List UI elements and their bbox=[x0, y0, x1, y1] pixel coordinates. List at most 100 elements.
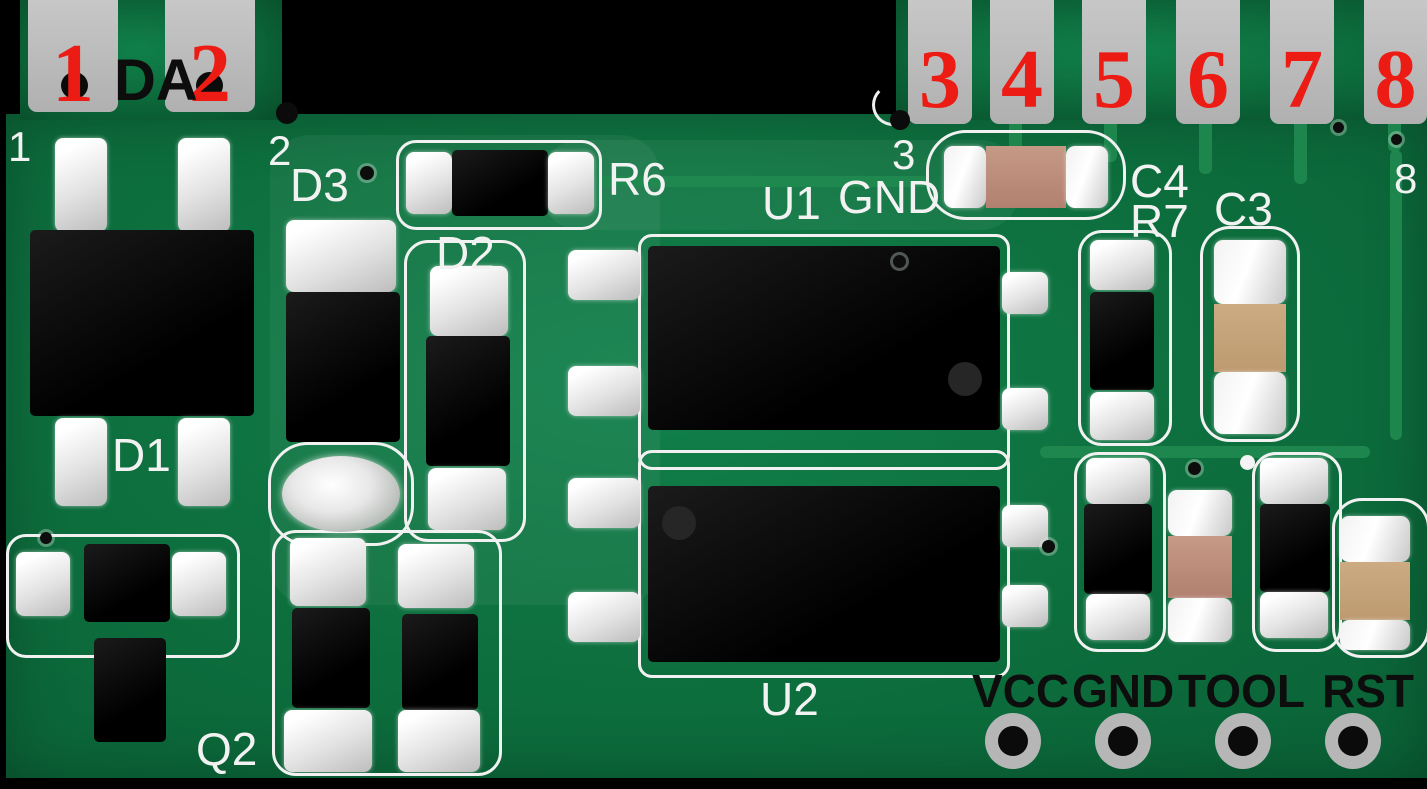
component-d2 bbox=[426, 336, 510, 466]
pin-number-6: 6 bbox=[1187, 33, 1229, 126]
silk-outline-transistors bbox=[272, 530, 502, 776]
via bbox=[360, 166, 374, 180]
header-label-vcc: VCC bbox=[972, 665, 1070, 717]
silk-outline-u1 bbox=[638, 234, 1010, 470]
silk-number-1: 1 bbox=[8, 123, 32, 170]
copper-trace bbox=[598, 176, 928, 187]
solder-pad bbox=[548, 152, 594, 214]
pin-number-4: 4 bbox=[1001, 33, 1043, 126]
solder-pad bbox=[172, 552, 226, 616]
header-label-gnd: GND bbox=[1072, 665, 1175, 717]
component-capacitor-body bbox=[1168, 536, 1232, 598]
solder-pad bbox=[568, 478, 640, 528]
edge-pad-1-hole bbox=[61, 72, 88, 99]
pin-number-2: 2 bbox=[189, 27, 231, 120]
copper-trace bbox=[1390, 150, 1402, 440]
component-c3-terminal bbox=[1214, 372, 1286, 434]
component-c4-terminal bbox=[1066, 146, 1108, 208]
component-q2-body bbox=[84, 544, 170, 622]
silk-outline-bottom-right-a bbox=[1074, 452, 1166, 652]
solder-pad bbox=[290, 538, 366, 606]
component-capacitor-terminal bbox=[1340, 516, 1410, 562]
edge-pad-4 bbox=[990, 0, 1054, 124]
solder-pad bbox=[16, 552, 70, 616]
component-c3-terminal bbox=[1214, 240, 1286, 304]
component-capacitor-terminal bbox=[1168, 598, 1232, 642]
solder-pad bbox=[1002, 388, 1048, 430]
solder-pad bbox=[1002, 272, 1048, 314]
silk-outline-d2 bbox=[404, 240, 526, 542]
edge-pad-5 bbox=[1082, 0, 1146, 124]
solder-pad bbox=[1260, 458, 1328, 504]
solder-pad bbox=[568, 592, 640, 642]
component-u2 bbox=[648, 486, 1000, 662]
ref-u2: U2 bbox=[760, 673, 819, 725]
through-hole-rst bbox=[1325, 713, 1381, 769]
component-capacitor-terminal bbox=[1168, 490, 1232, 536]
ref-r7: R7 bbox=[1130, 195, 1189, 247]
edge-pad-3 bbox=[908, 0, 972, 124]
solder-pad bbox=[1090, 240, 1154, 290]
silk-number-8: 8 bbox=[1394, 155, 1418, 202]
component-c3-body bbox=[1214, 304, 1286, 372]
component-transistor bbox=[292, 608, 370, 708]
solder-pad bbox=[1090, 392, 1154, 440]
solder-pad bbox=[406, 152, 452, 214]
through-hole-tool bbox=[1215, 713, 1271, 769]
silk-outline-r7 bbox=[1078, 230, 1172, 446]
ref-c4: C4 bbox=[1130, 155, 1189, 207]
silk-outline-r6 bbox=[396, 140, 602, 230]
ref-d3: D3 bbox=[290, 159, 349, 211]
via bbox=[40, 532, 52, 544]
via bbox=[1333, 122, 1344, 133]
component-r7 bbox=[1090, 292, 1154, 390]
copper-trace bbox=[1009, 118, 1022, 152]
via bbox=[1042, 540, 1055, 553]
component-d1 bbox=[30, 230, 254, 416]
u2-pin1-dimple bbox=[662, 506, 696, 540]
component-q2-tab bbox=[94, 638, 166, 742]
drill-hole bbox=[890, 110, 910, 130]
solder-pad bbox=[428, 468, 506, 530]
solder-pad bbox=[398, 710, 480, 772]
component-r6 bbox=[452, 150, 548, 216]
ref-q2: Q2 bbox=[196, 723, 258, 775]
silk-outline-c4 bbox=[926, 130, 1126, 220]
component-u1 bbox=[648, 246, 1000, 430]
component-diode-body bbox=[282, 456, 400, 532]
ref-d2: D2 bbox=[436, 227, 495, 279]
silk-number-3: 3 bbox=[892, 131, 916, 178]
solder-pad bbox=[55, 138, 107, 232]
ref-gnd-top: GND bbox=[838, 171, 941, 223]
ref-r6: R6 bbox=[608, 153, 667, 205]
silk-number-2: 2 bbox=[268, 127, 292, 174]
via bbox=[1188, 462, 1201, 475]
ref-c3: C3 bbox=[1214, 183, 1273, 235]
solder-pad bbox=[1002, 585, 1048, 627]
solder-pad bbox=[55, 418, 107, 506]
edge-pad-7 bbox=[1270, 0, 1334, 124]
ref-d1: D1 bbox=[112, 429, 171, 481]
drill-hole bbox=[276, 102, 298, 124]
silk-outline-c3 bbox=[1200, 226, 1300, 442]
solder-pad bbox=[178, 418, 230, 506]
component-c4-body bbox=[986, 146, 1066, 208]
copper-trace bbox=[1294, 118, 1307, 184]
solder-pad bbox=[430, 266, 508, 336]
solder-pad bbox=[1260, 592, 1328, 638]
component-c4-terminal bbox=[944, 146, 986, 208]
solder-pad bbox=[286, 220, 396, 292]
through-hole-vcc bbox=[985, 713, 1041, 769]
header-label-rst: RST bbox=[1322, 665, 1414, 717]
edge-pad-8 bbox=[1364, 0, 1427, 124]
silk-outline-bottom-right-c bbox=[1332, 498, 1427, 658]
u1-pin1-dimple bbox=[948, 362, 982, 396]
component-capacitor-terminal bbox=[1340, 620, 1410, 650]
pcb-board-tab-right bbox=[896, 0, 1427, 120]
ref-u1: U1 bbox=[762, 177, 821, 229]
via bbox=[893, 255, 906, 268]
copper-trace bbox=[1199, 118, 1212, 174]
component-d3 bbox=[286, 292, 400, 442]
component-resistor bbox=[1260, 504, 1330, 592]
